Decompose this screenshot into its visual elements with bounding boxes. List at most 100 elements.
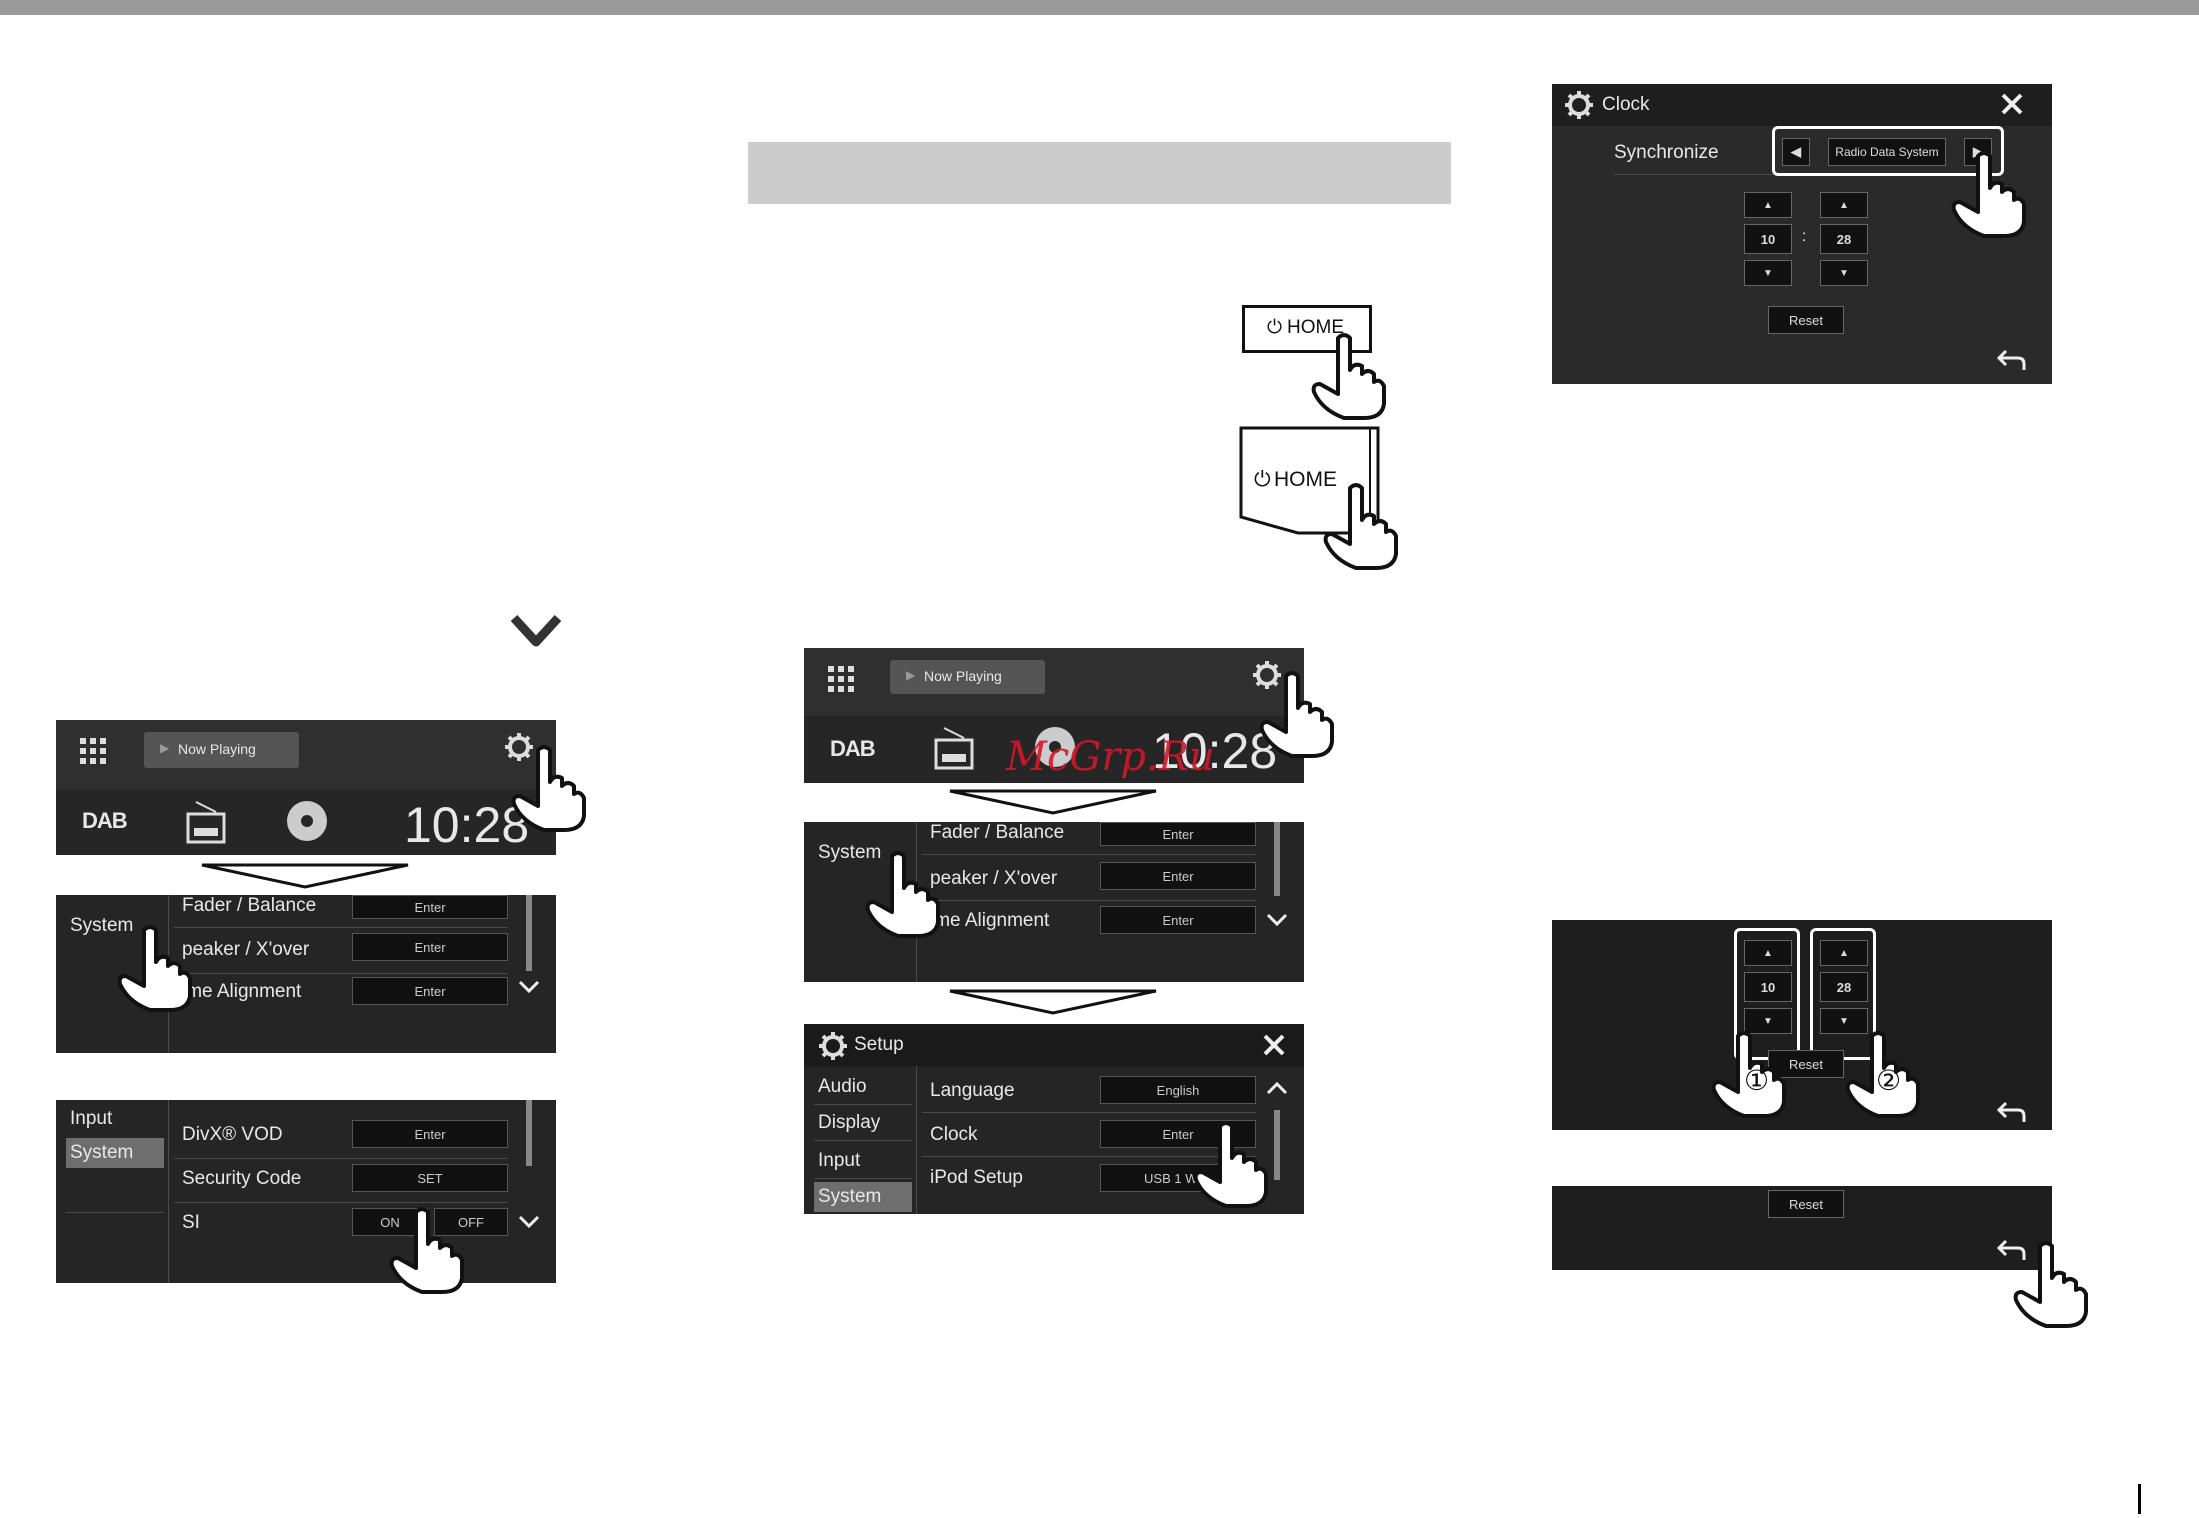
- hour-down-button[interactable]: ▼: [1744, 1008, 1792, 1034]
- menu-item-security-code: Security Code: [182, 1168, 302, 1189]
- hand-pointer-icon: [1845, 1031, 1920, 1118]
- fader-enter-button[interactable]: Enter: [352, 895, 508, 919]
- tab-system[interactable]: System: [70, 915, 134, 936]
- tab-system[interactable]: System: [818, 842, 882, 863]
- apps-grid-icon[interactable]: [828, 666, 854, 692]
- close-icon[interactable]: [2000, 92, 2024, 116]
- disc-icon[interactable]: [1032, 724, 1078, 770]
- menu-item-fader-balance: Fader / Balance: [182, 895, 317, 916]
- hand-pointer-icon: [1193, 1121, 1268, 1208]
- hand-pointer-icon: [865, 851, 940, 938]
- hour-down-button[interactable]: ▼: [1744, 260, 1792, 286]
- watermark: McGrp.Ru: [1006, 734, 1215, 780]
- chevron-down-icon[interactable]: [1266, 912, 1288, 928]
- tab-audio[interactable]: Audio: [818, 1076, 867, 1097]
- hand-pointer-icon: [1951, 151, 2026, 238]
- hand-pointer-icon: [389, 1207, 464, 1294]
- speaker-enter-button[interactable]: Enter: [1100, 862, 1256, 890]
- si-off-button[interactable]: OFF: [434, 1208, 508, 1236]
- dab-source-label[interactable]: DAB: [830, 736, 876, 761]
- clock-display: 10:28: [404, 797, 530, 853]
- hand-pointer-icon: [511, 745, 586, 832]
- scrollbar[interactable]: [1274, 1110, 1280, 1180]
- gear-icon[interactable]: [1252, 660, 1282, 690]
- clock-panel: Clock Synchronize ◀ Radio Data System ▶ …: [1552, 84, 2052, 384]
- hour-value: 10: [1744, 224, 1792, 254]
- divx-enter-button[interactable]: Enter: [352, 1120, 508, 1148]
- menu-item-time-alignment: ime Alignment: [930, 910, 1050, 931]
- time-alignment-enter-button[interactable]: Enter: [1100, 906, 1256, 934]
- tab-input[interactable]: Input: [70, 1108, 113, 1129]
- minute-value: 28: [1820, 972, 1868, 1002]
- hour-up-button[interactable]: ▲: [1744, 940, 1792, 966]
- menu-item-language: Language: [930, 1080, 1015, 1101]
- reset-button[interactable]: Reset: [1768, 306, 1844, 334]
- now-playing-button[interactable]: Now Playing ▶: [890, 660, 1045, 694]
- chevron-up-icon[interactable]: [1266, 1080, 1288, 1096]
- now-playing-button[interactable]: Now Playing ▶: [144, 732, 299, 768]
- scrollbar[interactable]: [526, 895, 532, 971]
- hour-value: 10: [1744, 972, 1792, 1002]
- power-icon: ⏻: [1267, 317, 1283, 338]
- flow-arrow-icon: [949, 789, 1157, 815]
- time-alignment-enter-button[interactable]: Enter: [352, 977, 508, 1005]
- synchronize-label: Synchronize: [1614, 142, 1719, 163]
- menu-item-ipod-setup: iPod Setup: [930, 1167, 1023, 1188]
- tab-input[interactable]: Input: [818, 1150, 861, 1171]
- tab-system[interactable]: System: [818, 1186, 882, 1207]
- sync-prev-button[interactable]: ◀: [1782, 138, 1810, 166]
- hand-pointer-icon: [117, 925, 192, 1012]
- system-menu-panel: Input System DivX® VOD Enter Security Co…: [56, 1100, 556, 1283]
- minute-down-button[interactable]: ▼: [1820, 260, 1868, 286]
- minute-up-button[interactable]: ▲: [1820, 940, 1868, 966]
- setup-title: Setup: [854, 1034, 904, 1055]
- scrollbar[interactable]: [1274, 822, 1280, 896]
- menu-item-divx-vod: DivX® VOD: [182, 1124, 283, 1145]
- step-marker-2: ②: [1876, 1064, 1902, 1097]
- apps-grid-icon[interactable]: [80, 738, 106, 764]
- chevron-down-icon[interactable]: [518, 979, 540, 995]
- back-arrow-icon[interactable]: [1996, 348, 2026, 372]
- hand-pointer-icon: [2013, 1241, 2088, 1328]
- back-panel: Reset: [1552, 1186, 2052, 1270]
- menu-item-speaker-xover: peaker / X'over: [930, 868, 1058, 889]
- back-arrow-icon[interactable]: [1996, 1238, 2026, 1262]
- chevron-down-icon[interactable]: [518, 1214, 540, 1230]
- play-icon: ▶: [160, 741, 170, 755]
- back-arrow-icon[interactable]: [1996, 1100, 2026, 1124]
- menu-item-clock: Clock: [930, 1124, 978, 1145]
- language-button[interactable]: English: [1100, 1076, 1256, 1104]
- radio-icon[interactable]: [186, 798, 226, 846]
- reset-button[interactable]: Reset: [1768, 1050, 1844, 1078]
- hand-pointer-icon: [1311, 333, 1386, 420]
- disc-icon[interactable]: [284, 798, 330, 844]
- scrollbar[interactable]: [526, 1100, 532, 1166]
- minute-down-button[interactable]: ▼: [1820, 1008, 1868, 1034]
- reset-button[interactable]: Reset: [1768, 1190, 1844, 1218]
- speaker-enter-button[interactable]: Enter: [352, 933, 508, 961]
- close-icon[interactable]: [1262, 1033, 1286, 1057]
- hand-pointer-icon: [1323, 483, 1398, 570]
- clock-display: 10:28: [1152, 723, 1278, 779]
- menu-item-speaker-xover: peaker / X'over: [182, 939, 310, 960]
- section-heading-band: [748, 142, 1451, 204]
- now-playing-label: Now Playing: [178, 741, 256, 757]
- home-button[interactable]: ⏻ HOME: [1254, 468, 1374, 496]
- fader-enter-button[interactable]: Enter: [1100, 822, 1256, 846]
- page-edge-marker: [2138, 1484, 2141, 1514]
- radio-icon[interactable]: [934, 724, 974, 772]
- tab-display[interactable]: Display: [818, 1112, 881, 1133]
- gear-icon: [1565, 91, 1593, 119]
- hand-pointer-icon: [1711, 1031, 1786, 1118]
- minute-up-button[interactable]: ▲: [1820, 192, 1868, 218]
- dab-source-label[interactable]: DAB: [82, 808, 128, 833]
- tab-system[interactable]: System: [70, 1142, 134, 1163]
- menu-item-time-alignment: ime Alignment: [182, 981, 302, 1002]
- home-button-label: HOME: [1287, 317, 1344, 338]
- security-set-button[interactable]: SET: [352, 1164, 508, 1192]
- home-screen-panel: Now Playing ▶ DAB 10:28: [804, 648, 1304, 783]
- step-marker-1: ①: [1744, 1064, 1770, 1097]
- gear-icon[interactable]: [504, 732, 534, 762]
- gear-icon: [819, 1032, 847, 1060]
- hour-up-button[interactable]: ▲: [1744, 192, 1792, 218]
